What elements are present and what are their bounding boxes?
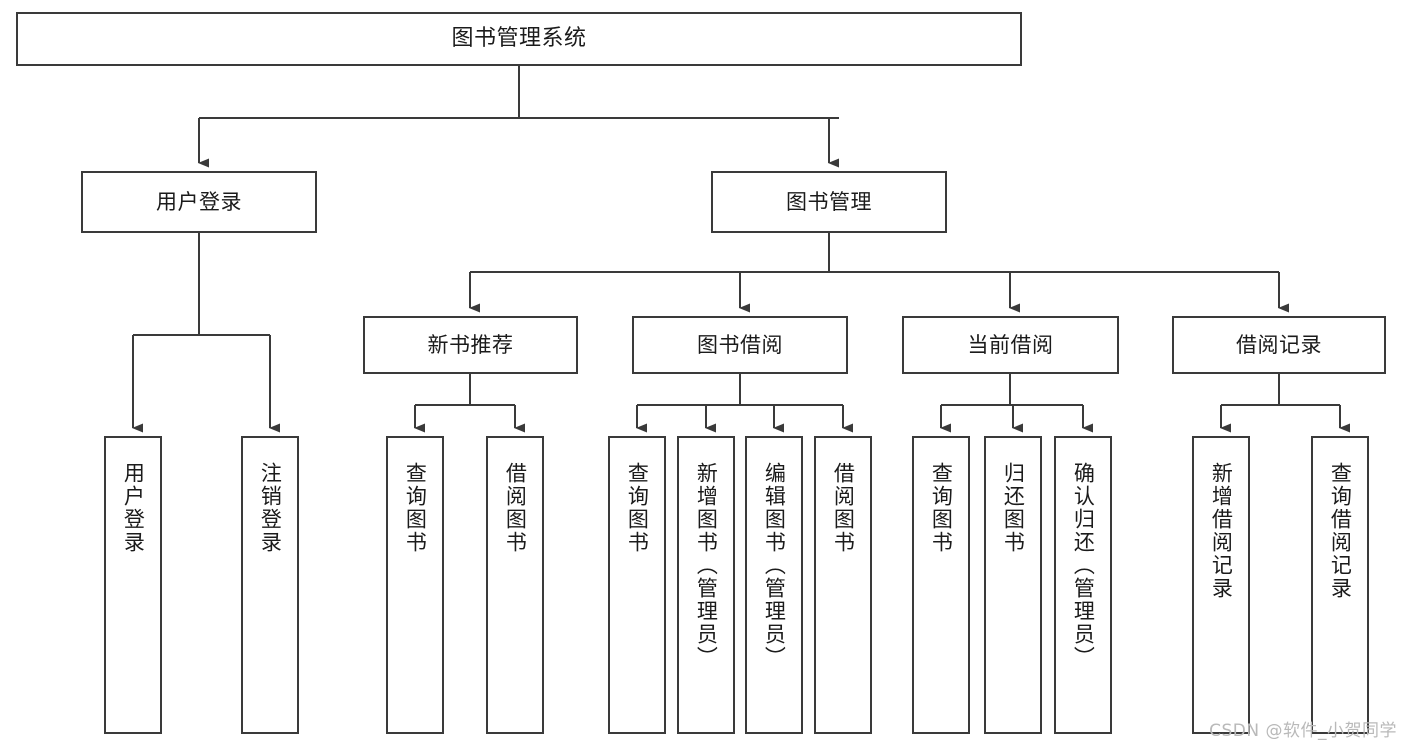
node-borrow-records[interactable]: 借阅记录: [1172, 316, 1386, 374]
leaf-node-label: 确认归还（管理员）: [1071, 462, 1096, 669]
leaf-node[interactable]: 新增图书（管理员）: [677, 436, 735, 734]
leaf-node-label: 用户登录: [121, 462, 146, 554]
node-current-borrow[interactable]: 当前借阅: [902, 316, 1119, 374]
leaf-node[interactable]: 归还图书: [984, 436, 1042, 734]
csdn-watermark: CSDN @软件_小贺同学: [1209, 721, 1397, 741]
leaf-node[interactable]: 查询图书: [386, 436, 444, 734]
node-user-login-label: 用户登录: [156, 189, 242, 214]
leaf-node[interactable]: 查询借阅记录: [1311, 436, 1369, 734]
leaf-node-label: 新增借阅记录: [1209, 462, 1234, 600]
node-new-book-recommend[interactable]: 新书推荐: [363, 316, 578, 374]
leaf-node[interactable]: 借阅图书: [814, 436, 872, 734]
leaf-node-label: 借阅图书: [831, 462, 856, 554]
node-user-login[interactable]: 用户登录: [81, 171, 317, 233]
node-root[interactable]: 图书管理系统: [16, 12, 1022, 66]
node-book-management-label: 图书管理: [786, 189, 872, 214]
leaf-node[interactable]: 查询图书: [608, 436, 666, 734]
leaf-node[interactable]: 借阅图书: [486, 436, 544, 734]
leaf-node[interactable]: 注销登录: [241, 436, 299, 734]
leaf-node[interactable]: 确认归还（管理员）: [1054, 436, 1112, 734]
leaf-node-label: 借阅图书: [503, 462, 528, 554]
leaf-node-label: 新增图书（管理员）: [694, 462, 719, 669]
leaf-node[interactable]: 用户登录: [104, 436, 162, 734]
node-borrow-records-label: 借阅记录: [1236, 332, 1322, 357]
node-current-borrow-label: 当前借阅: [967, 332, 1054, 357]
node-book-borrow[interactable]: 图书借阅: [632, 316, 848, 374]
leaf-node[interactable]: 查询图书: [912, 436, 970, 734]
leaf-node-label: 归还图书: [1001, 462, 1026, 554]
node-root-label: 图书管理系统: [451, 26, 587, 52]
leaf-node-label: 查询借阅记录: [1328, 462, 1353, 600]
leaf-node[interactable]: 新增借阅记录: [1192, 436, 1250, 734]
leaf-node-label: 编辑图书（管理员）: [762, 462, 787, 669]
node-book-management[interactable]: 图书管理: [711, 171, 947, 233]
leaf-node-label: 查询图书: [929, 462, 954, 554]
leaf-node-label: 查询图书: [403, 462, 428, 554]
leaf-node-label: 查询图书: [625, 462, 650, 554]
leaf-node-label: 注销登录: [258, 462, 283, 554]
node-new-book-recommend-label: 新书推荐: [427, 332, 514, 357]
node-book-borrow-label: 图书借阅: [697, 332, 783, 357]
leaf-node[interactable]: 编辑图书（管理员）: [745, 436, 803, 734]
